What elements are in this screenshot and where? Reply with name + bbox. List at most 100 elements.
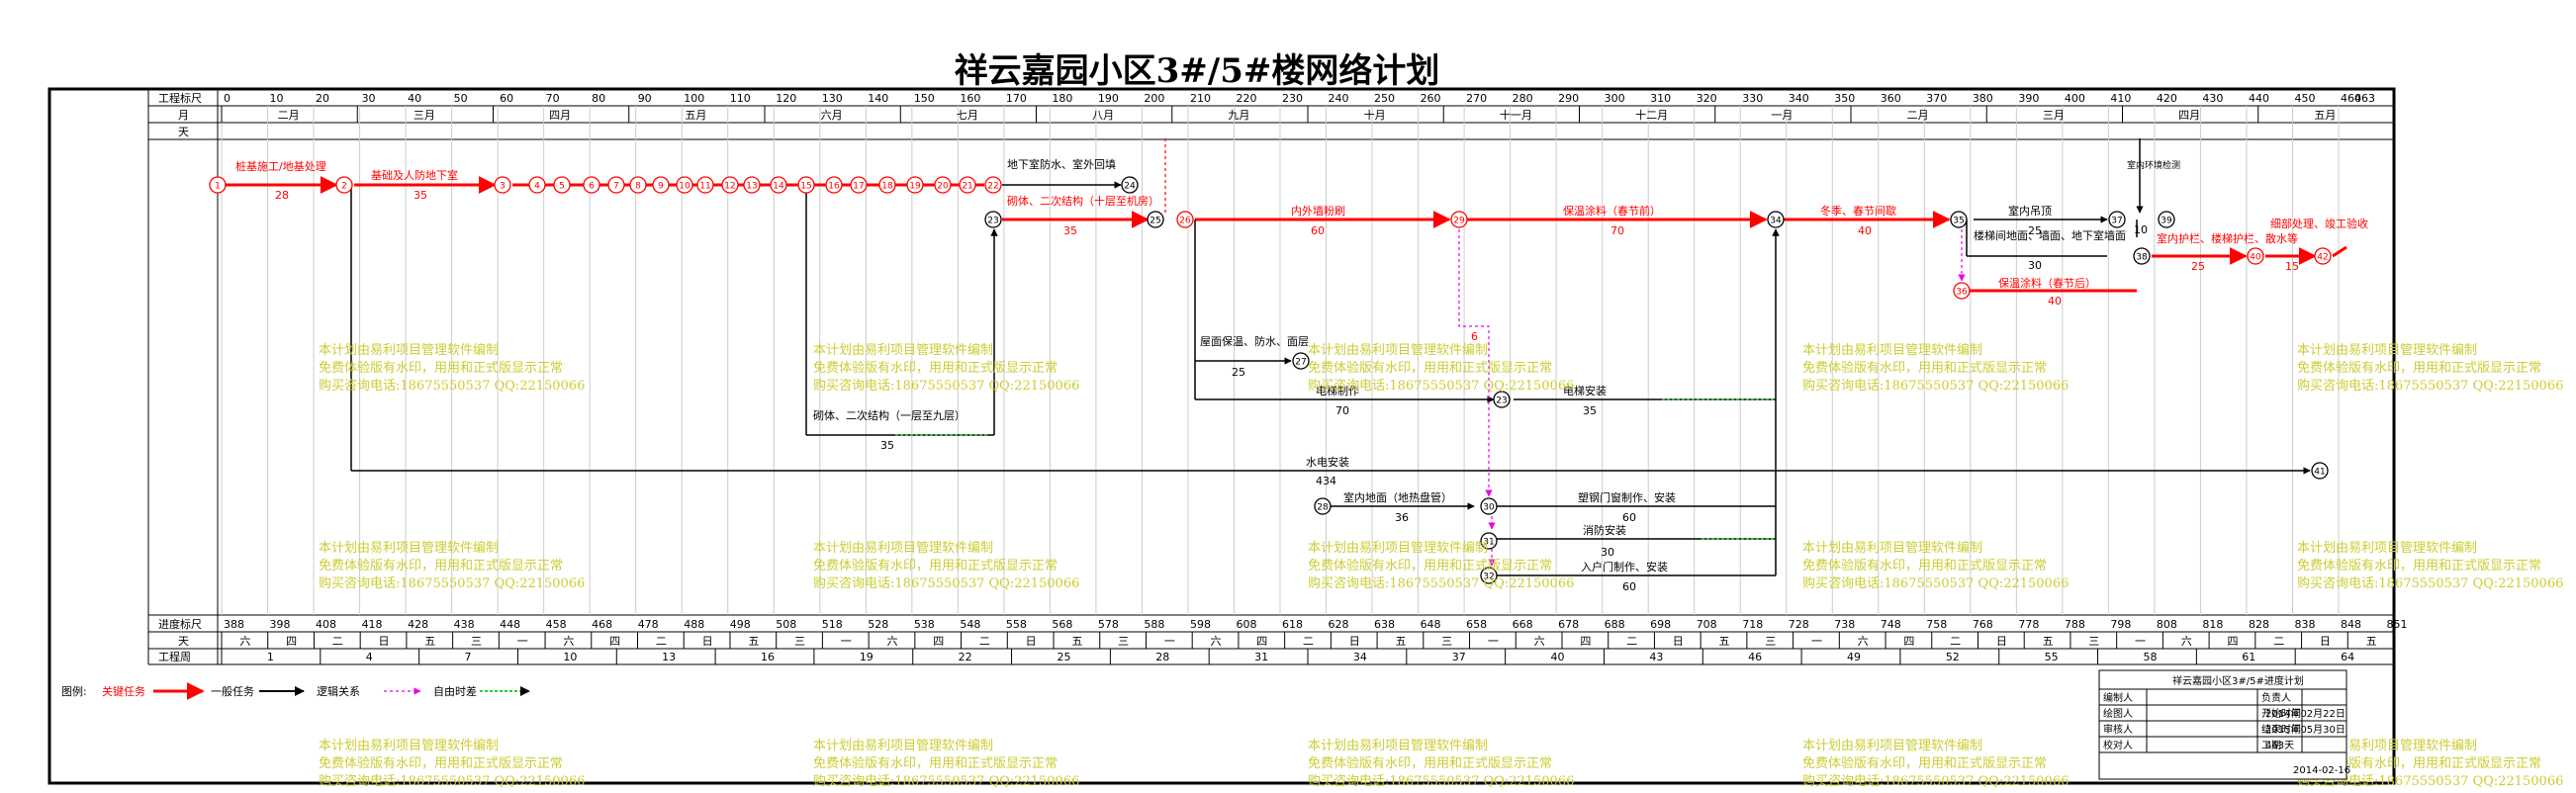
- network-node: 35: [1950, 211, 1968, 228]
- task-duration: 28: [275, 189, 289, 202]
- svg-text:26: 26: [1179, 217, 1191, 226]
- network-node: 20: [934, 176, 952, 194]
- network-node: 36: [1953, 282, 1971, 300]
- watermark: 本计划由易利项目管理软件编制免费体验版有水印，用用和正式版显示正常购买咨询电话:…: [1802, 343, 2069, 394]
- month-cell: 四月: [549, 109, 571, 122]
- task-name: 水电安装: [1306, 455, 1349, 469]
- weekday-cell: 二: [2273, 635, 2284, 648]
- week-cell: 4: [366, 651, 373, 663]
- scale-tick: 180: [1052, 92, 1072, 105]
- week-cell: 55: [2045, 651, 2059, 663]
- network-node: 41: [2311, 462, 2329, 480]
- svg-text:13: 13: [746, 182, 757, 192]
- weekday-cell: 一: [1164, 635, 1175, 648]
- svg-text:15: 15: [800, 182, 811, 192]
- svg-text:本计划由易利项目管理软件编制: 本计划由易利项目管理软件编制: [813, 343, 993, 358]
- scale-tick: 220: [1236, 92, 1256, 105]
- weekday-cell: 三: [471, 635, 482, 648]
- weekday-cell: 六: [1211, 635, 1222, 648]
- watermark: 本计划由易利项目管理软件编制免费体验版有水印，用用和正式版显示正常购买咨询电话:…: [2297, 739, 2563, 789]
- svg-text:23: 23: [987, 217, 998, 226]
- svg-text:本计划由易利项目管理软件编制: 本计划由易利项目管理软件编制: [1308, 739, 1488, 753]
- network-node: 11: [696, 176, 714, 194]
- svg-text:免费体验版有水印，用用和正式版显示正常: 免费体验版有水印，用用和正式版显示正常: [813, 360, 1058, 376]
- weekday-cell: 一: [517, 635, 528, 648]
- info-box: 祥云嘉园小区3#/5#进度计划 编制人负责人绘图人开始时间2014年02月22日…: [2098, 669, 2350, 780]
- month-cell: 二月: [1907, 109, 1929, 122]
- svg-text:免费体验版有水印，用用和正式版显示正常: 免费体验版有水印，用用和正式版显示正常: [813, 558, 1058, 573]
- progress-tick: 668: [1513, 618, 1533, 631]
- svg-text:购买咨询电话:18675550537 QQ:22150066: 购买咨询电话:18675550537 QQ:22150066: [813, 773, 1079, 789]
- weekday-cell: 日: [2320, 635, 2331, 648]
- svg-text:购买咨询电话:18675550537 QQ:22150066: 购买咨询电话:18675550537 QQ:22150066: [813, 378, 1079, 394]
- svg-text:8: 8: [635, 182, 641, 192]
- progress-tick: 458: [546, 618, 567, 631]
- network-node: 32: [1480, 567, 1498, 584]
- network-node: 34: [1767, 211, 1785, 228]
- scale-tick: 400: [2065, 92, 2085, 105]
- svg-text:2: 2: [341, 182, 347, 192]
- weekday-cell: 六: [1534, 635, 1545, 648]
- svg-text:37: 37: [2111, 217, 2122, 226]
- progress-tick: 658: [1466, 618, 1487, 631]
- scale-tick: 430: [2202, 92, 2223, 105]
- info-cell: 463天: [2265, 741, 2294, 751]
- weekday-cell: 四: [1903, 635, 1914, 648]
- network-node: 3: [494, 176, 511, 194]
- scale-tick: 210: [1190, 92, 1211, 105]
- info-cell: 校对人: [2103, 739, 2133, 751]
- weekday-cell: 四: [286, 635, 297, 648]
- scale-tick: 250: [1374, 92, 1395, 105]
- info-cell: 开始时间: [2261, 707, 2301, 720]
- progress-tick: 698: [1650, 618, 1671, 631]
- weekday-cell: 五: [1071, 635, 1082, 648]
- week-cell: 7: [465, 651, 472, 663]
- scale-tick: 370: [1926, 92, 1947, 105]
- watermark: 本计划由易利项目管理软件编制免费体验版有水印，用用和正式版显示正常购买咨询电话:…: [813, 739, 1079, 789]
- scale-label: 工程标尺: [158, 91, 202, 105]
- svg-text:4: 4: [534, 182, 540, 192]
- svg-text:38: 38: [2136, 253, 2148, 263]
- watermark: 本计划由易利项目管理软件编制免费体验版有水印，用用和正式版显示正常购买咨询电话:…: [1308, 739, 1574, 789]
- weekday-cell: 六: [239, 635, 250, 648]
- progress-tick: 468: [592, 618, 612, 631]
- network-node: 12: [721, 176, 739, 194]
- task-duration: 40: [1858, 224, 1872, 237]
- weekday-cell: 六: [886, 635, 897, 648]
- network-node: 38: [2133, 247, 2151, 265]
- task-duration: 35: [1063, 224, 1077, 237]
- progress-tick: 788: [2065, 618, 2085, 631]
- scale-tick: 140: [868, 92, 888, 105]
- month-cell: 三月: [2043, 109, 2065, 122]
- task-name: 砌体、二次结构（一层至九层）: [813, 408, 966, 422]
- progress-tick: 728: [1789, 618, 1809, 631]
- task-name: 砌体、二次结构（十层至机房）: [1007, 194, 1159, 208]
- task-name: 电梯安装: [1563, 384, 1607, 397]
- legend-normal: 一般任务: [211, 685, 254, 698]
- network-node: 16: [825, 176, 843, 194]
- scale-tick: 100: [684, 92, 704, 105]
- week-cell: 49: [1847, 651, 1861, 663]
- week-cell: 22: [959, 651, 972, 663]
- progress-tick: 588: [1144, 618, 1164, 631]
- progress-tick: 508: [776, 618, 796, 631]
- scale-tick: 270: [1466, 92, 1487, 105]
- weekday-cell: 一: [2135, 635, 2146, 648]
- svg-text:购买咨询电话:18675550537 QQ:22150066: 购买咨询电话:18675550537 QQ:22150066: [1802, 575, 2069, 591]
- svg-text:本计划由易利项目管理软件编制: 本计划由易利项目管理软件编制: [1802, 739, 1982, 753]
- month-cell: 八月: [1092, 109, 1114, 122]
- progress-tick: 638: [1374, 618, 1395, 631]
- svg-text:本计划由易利项目管理软件编制: 本计划由易利项目管理软件编制: [319, 343, 499, 358]
- svg-text:购买咨询电话:18675550537 QQ:22150066: 购买咨询电话:18675550537 QQ:22150066: [1308, 575, 1574, 591]
- task-duration: 25: [2028, 224, 2042, 237]
- svg-text:12: 12: [724, 182, 735, 192]
- watermark: 本计划由易利项目管理软件编制免费体验版有水印，用用和正式版显示正常购买咨询电话:…: [2297, 343, 2563, 394]
- info-cell: 2015年05月30日: [2265, 723, 2346, 736]
- scale-tick: 410: [2110, 92, 2131, 105]
- week-cell: 64: [2341, 651, 2354, 663]
- week-cell: 40: [1551, 651, 1565, 663]
- task-name: 室内吊顶: [2008, 204, 2052, 218]
- svg-text:19: 19: [909, 182, 921, 192]
- task-name: 塑钢门窗制作、安装: [1578, 490, 1676, 504]
